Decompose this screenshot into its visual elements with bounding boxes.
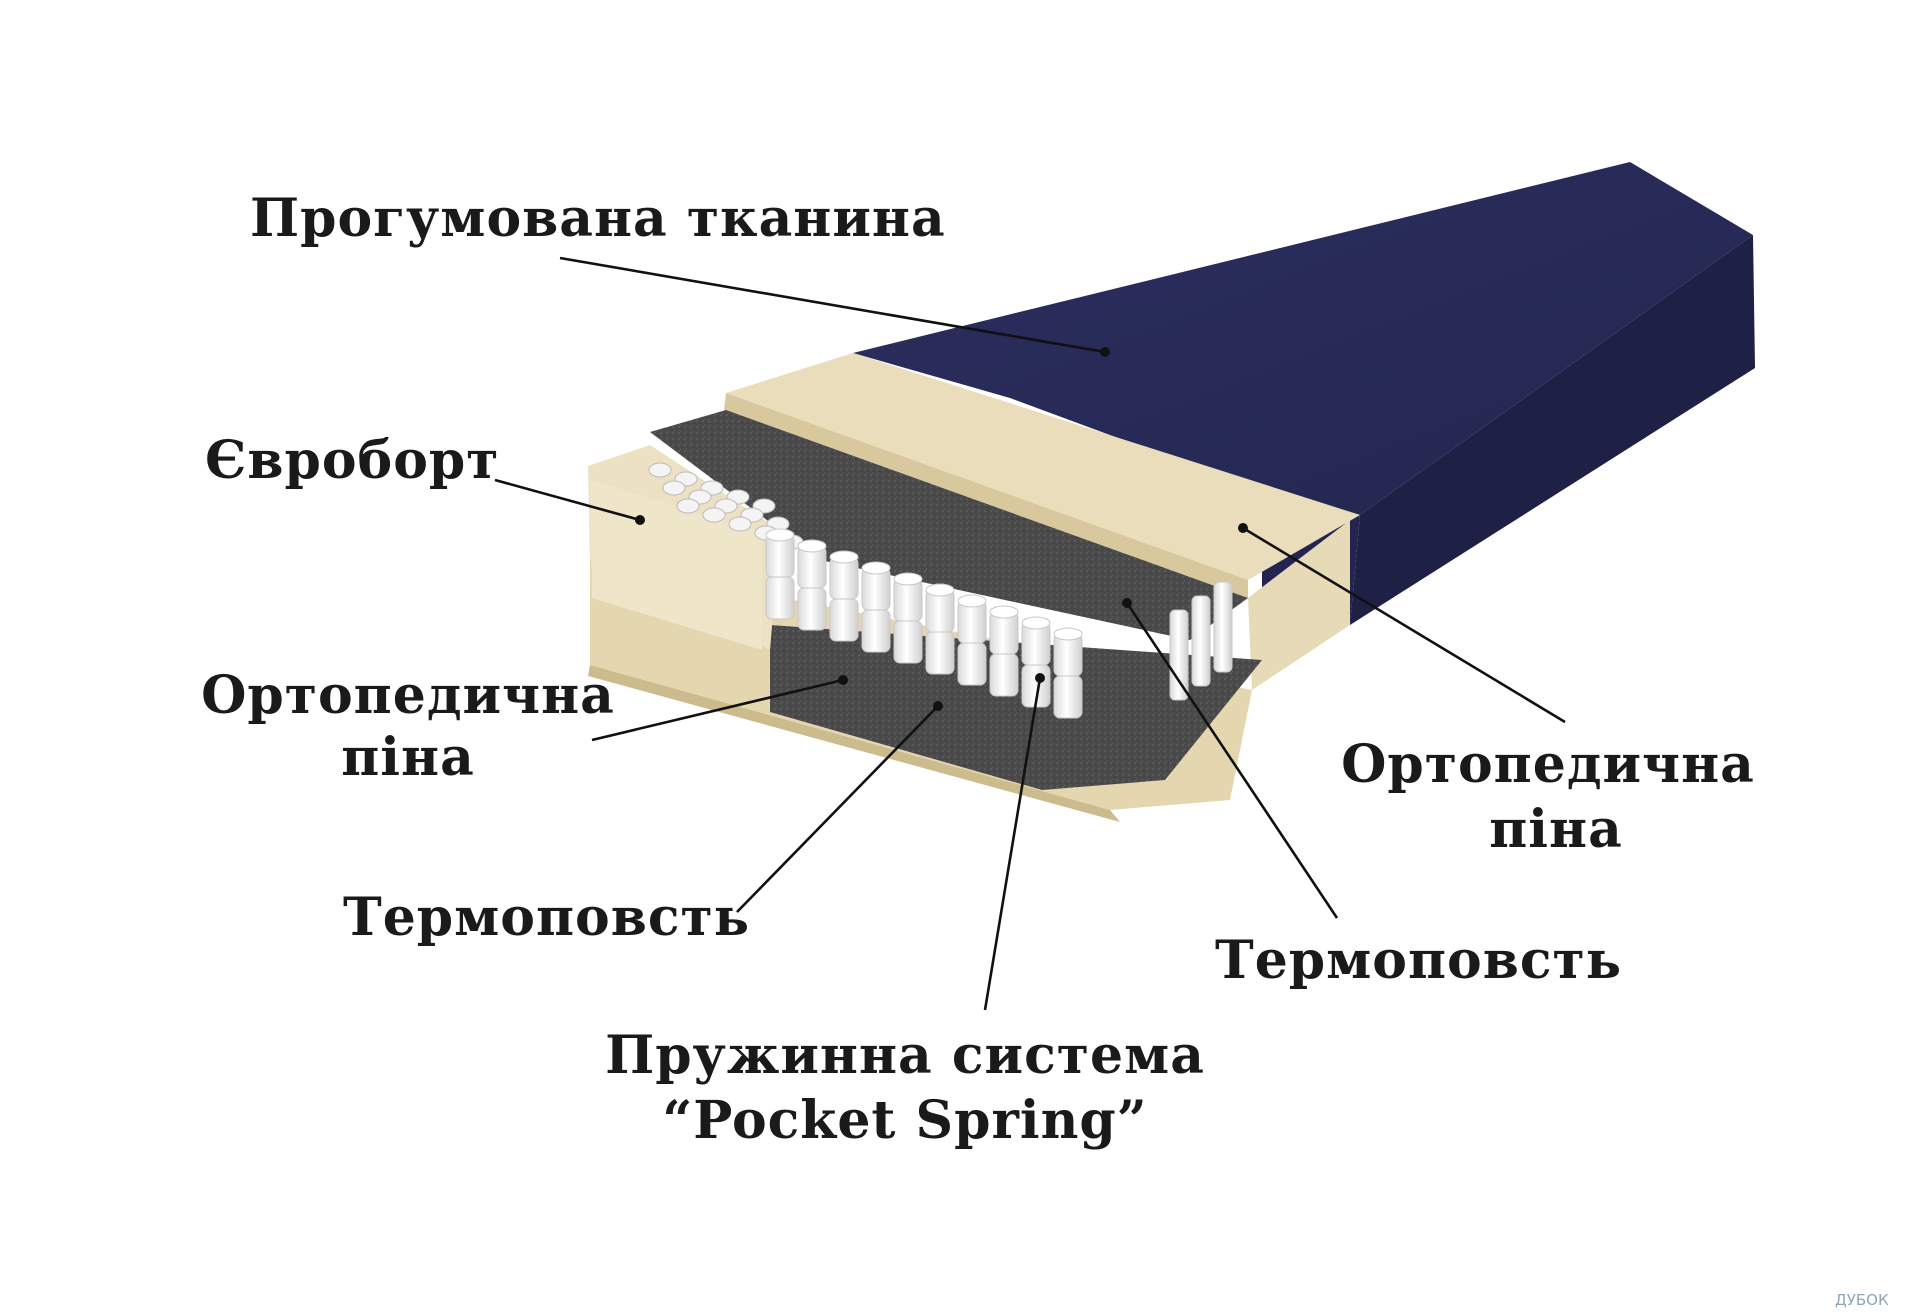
leader-euro-border — [494, 478, 641, 522]
label-spring-system-line2: “Pocket Spring” — [662, 1090, 1147, 1151]
spring-coil-side — [1213, 581, 1233, 673]
leader-ortho-foam-right — [1242, 526, 1566, 724]
spring-coil — [765, 576, 795, 620]
leader-top-fabric — [559, 256, 1106, 354]
spring-coil — [829, 598, 859, 642]
spring-coil-cap — [893, 572, 923, 586]
anchor-felt-left — [933, 701, 943, 711]
label-ortho-foam-left-line2: піна — [341, 727, 475, 788]
leader-spring-system — [983, 677, 1042, 1011]
spring-coil — [989, 653, 1019, 697]
label-top-fabric: Прогумована тканина — [250, 188, 946, 249]
spring-coil-cap — [1021, 616, 1051, 630]
spring-coil-cap — [925, 583, 955, 597]
cover-right-side — [1350, 235, 1755, 625]
spring-coil — [797, 587, 827, 631]
label-felt-right: Термоповсть — [1215, 930, 1622, 991]
label-ortho-foam-right-line2: піна — [1489, 799, 1623, 860]
leader-ortho-foam-left — [591, 678, 844, 742]
watermark-logo: ДУБОК — [1835, 1291, 1889, 1309]
label-spring-system-line1: Пружинна система — [605, 1025, 1205, 1086]
spring-coil — [893, 620, 923, 664]
bottom-felt-layer — [770, 625, 1262, 790]
spring-coil-cap — [829, 550, 859, 564]
spring-coil — [861, 609, 891, 653]
anchor-spring-system — [1035, 673, 1045, 683]
top-foam-slab — [726, 353, 1360, 580]
anchor-felt-right — [1122, 598, 1132, 608]
label-ortho-foam-right-line1: Ортопедична — [1341, 734, 1755, 795]
spring-coil-cap — [861, 561, 891, 575]
label-euro-border: Євроборт — [205, 430, 499, 491]
label-ortho-foam-left-line1: Ортопедична — [201, 665, 615, 726]
label-felt-left: Термоповсть — [343, 887, 750, 948]
spring-coil-cap — [1053, 627, 1083, 641]
euro-border-left-front — [590, 480, 762, 650]
spring-coil-top — [676, 498, 700, 514]
top-foam-slab-front — [724, 393, 1248, 598]
bottom-foam-base-edge — [588, 665, 1120, 822]
labels: Прогумована тканина Євроборт Ортопедична… — [201, 188, 1755, 1151]
spring-coil-cap — [957, 594, 987, 608]
spring-coil-top — [662, 480, 686, 496]
top-felt-layer — [650, 410, 1248, 640]
spring-coil-cap — [765, 528, 795, 542]
spring-coil-cap — [797, 539, 827, 553]
anchor-top-fabric — [1100, 347, 1110, 357]
spring-coil — [1053, 675, 1083, 719]
cover-top-surface — [853, 162, 1753, 515]
spring-coil-side — [1169, 609, 1189, 701]
euro-border-right-block — [1248, 520, 1350, 690]
spring-coil-cap — [989, 605, 1019, 619]
leader-felt-left — [736, 705, 939, 913]
leader-lines — [494, 256, 1566, 1011]
anchor-ortho-foam-left — [838, 675, 848, 685]
pocket-springs — [648, 462, 1233, 719]
anchor-euro-border — [635, 515, 645, 525]
spring-coil-top — [728, 516, 752, 532]
anchor-ortho-foam-right — [1238, 523, 1248, 533]
spring-coil — [957, 642, 987, 686]
spring-coil-side — [1191, 595, 1211, 687]
spring-coil — [925, 631, 955, 675]
spring-coil-top — [702, 507, 726, 523]
mattress-illustration — [588, 162, 1755, 822]
spring-coil-top — [648, 462, 672, 478]
leader-felt-right — [1125, 602, 1339, 919]
